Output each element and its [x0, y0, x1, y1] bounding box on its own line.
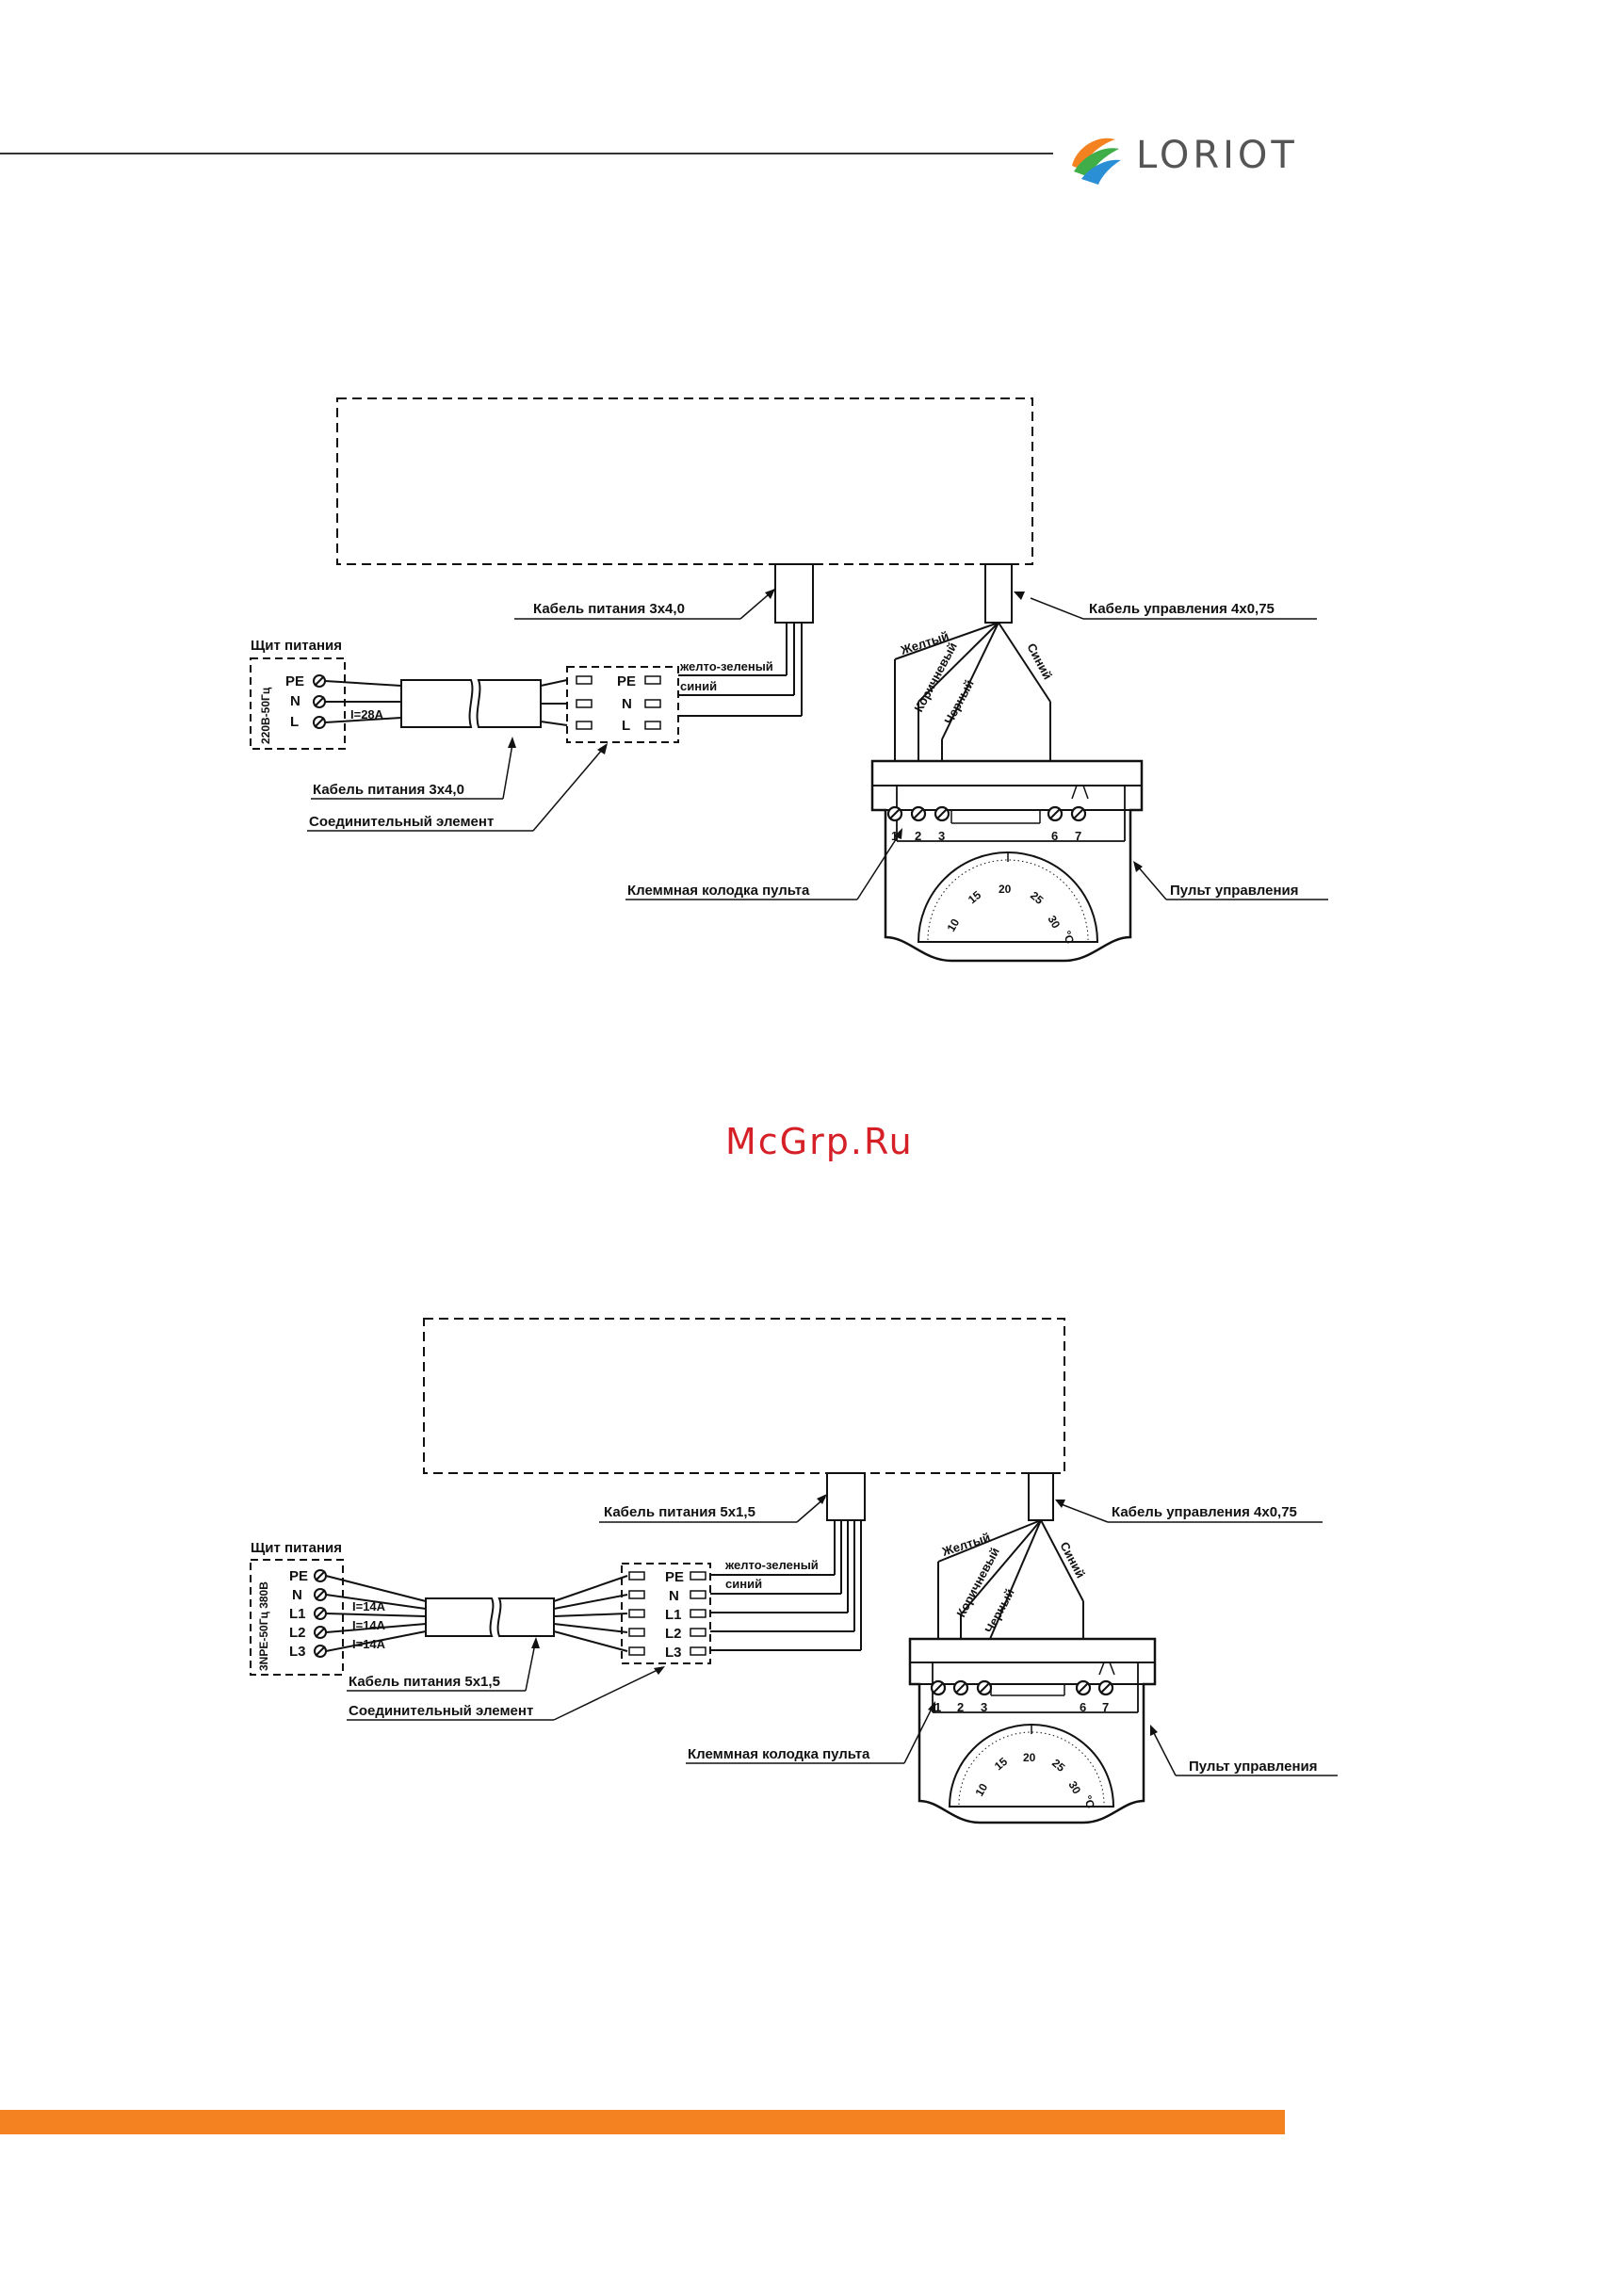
- wiring-diagram-1: Кабель питания 3х4,0 Кабель управления 4…: [250, 397, 1328, 963]
- wire-color-blue: синий: [680, 679, 717, 693]
- connector-terminal-n-2: N: [669, 1588, 679, 1604]
- current-label-l1: I=14A: [352, 1599, 386, 1613]
- terminal-block-label: Клеммная колодка пульта: [627, 883, 810, 899]
- footer-accent-bar: [0, 2110, 1285, 2134]
- control-cable-gland-2: [1028, 1472, 1054, 1521]
- remote-control: 1 2 3 6 7 10 15 20 25 30 °C: [870, 759, 1144, 963]
- connector-terminal-l3-2: L3: [665, 1645, 682, 1661]
- panel-terminal-l: L: [290, 714, 299, 730]
- unit-outline: [336, 397, 1033, 565]
- connector-element: [566, 666, 679, 743]
- dial-value-30-2: 30: [1065, 1779, 1083, 1797]
- supply-panel-rating: 220В-50Гц: [259, 687, 272, 744]
- power-cable-gland-2: [826, 1472, 866, 1521]
- power-cable-segment-b: [476, 679, 542, 728]
- supply-panel-title: Щит питания: [251, 638, 342, 654]
- connector-terminal-l2-2: L2: [665, 1626, 682, 1642]
- panel-terminal-n: N: [290, 693, 300, 709]
- terminal-number-7-2: 7: [1102, 1700, 1109, 1714]
- panel-terminal-pe: PE: [285, 673, 304, 689]
- power-cable-segment-a-2: [425, 1597, 495, 1637]
- dial-unit-2: °C: [1080, 1793, 1097, 1810]
- supply-panel-title-2: Щит питания: [251, 1540, 342, 1556]
- panel-terminal-pe-2: PE: [289, 1568, 308, 1584]
- wire-color-yellow-green-2: желто-зеленый: [724, 1558, 819, 1572]
- panel-terminal-l3-2: L3: [289, 1644, 306, 1660]
- terminal-number-1-2: 1: [934, 1700, 941, 1714]
- connector-element-2: [621, 1563, 711, 1664]
- terminal-number-3-2: 3: [981, 1700, 987, 1714]
- temperature-dial: [917, 851, 1099, 943]
- terminal-number-7: 7: [1075, 829, 1081, 843]
- connector-terminal-l: L: [622, 718, 630, 734]
- cable-power-label-bottom: Кабель питания 3х4,0: [313, 782, 464, 798]
- wire-label-blue: Синий: [1024, 640, 1055, 681]
- connector-label-2: Соединительный элемент: [349, 1703, 533, 1719]
- dial-value-30: 30: [1045, 914, 1063, 932]
- terminal-number-2: 2: [915, 829, 921, 843]
- supply-panel: [250, 657, 346, 750]
- remote-label: Пульт управления: [1170, 883, 1299, 899]
- terminal-number-6-2: 6: [1080, 1700, 1086, 1714]
- connector-label: Соединительный элемент: [309, 814, 494, 830]
- panel-terminal-l2-2: L2: [289, 1625, 306, 1641]
- remote-label-2: Пульт управления: [1189, 1759, 1318, 1775]
- loriot-logo-icon: [1072, 138, 1121, 185]
- current-label: I=28A: [350, 707, 384, 721]
- cable-control-label: Кабель управления 4х0,75: [1089, 601, 1275, 617]
- cable-power-label-top: Кабель питания 3х4,0: [533, 601, 685, 617]
- supply-panel-2: [250, 1559, 344, 1676]
- dial-value-20-2: 20: [1023, 1751, 1036, 1764]
- connector-terminal-l1-2: L1: [665, 1607, 682, 1623]
- dial-value-10-2: 10: [972, 1781, 990, 1799]
- power-cable-segment-a: [400, 679, 474, 728]
- brand-name: LORIOT: [1136, 134, 1298, 177]
- connector-terminal-pe-2: PE: [665, 1569, 684, 1585]
- cable-control-label-2: Кабель управления 4х0,75: [1112, 1504, 1297, 1520]
- wire-color-blue-2: синий: [725, 1577, 762, 1591]
- panel-terminal-l1-2: L1: [289, 1606, 306, 1622]
- control-cable-gland: [984, 563, 1013, 624]
- connector-terminal-pe: PE: [617, 673, 636, 689]
- terminal-block-label-2: Клеммная колодка пульта: [688, 1746, 870, 1762]
- unit-outline-2: [423, 1318, 1065, 1474]
- supply-panel-rating-2: 3NPE-50Гц 380В: [257, 1581, 270, 1671]
- connector-terminal-n: N: [622, 696, 632, 712]
- dial-value-10: 10: [944, 916, 962, 934]
- current-label-l2: I=14A: [352, 1618, 386, 1632]
- wire-label-black-2: Черный: [982, 1586, 1016, 1635]
- wire-color-yellow-green: желто-зеленый: [679, 659, 773, 673]
- terminal-number-6: 6: [1051, 829, 1058, 843]
- power-cable-gland: [774, 563, 814, 624]
- terminal-number-2-2: 2: [957, 1700, 964, 1714]
- current-label-l3: I=14A: [352, 1637, 386, 1651]
- panel-terminal-n-2: N: [292, 1587, 302, 1603]
- terminal-number-3: 3: [938, 829, 945, 843]
- power-cable-segment-b-2: [496, 1597, 555, 1637]
- dial-value-20: 20: [999, 883, 1012, 896]
- header: LORIOT: [0, 134, 1298, 185]
- cable-power-label-top-2: Кабель питания 5х1,5: [604, 1504, 755, 1520]
- dial-unit: °C: [1060, 929, 1077, 946]
- cable-power-label-bottom-2: Кабель питания 5х1,5: [349, 1674, 500, 1690]
- wire-label-black: Черный: [941, 677, 976, 726]
- remote-control-2: 1 2 3 6 7 10 15 20 25 30 °C: [908, 1637, 1157, 1824]
- wiring-diagram-2: Кабель питания 5х1,5 Кабель управления 4…: [250, 1318, 1338, 1824]
- watermark: McGrp.Ru: [725, 1121, 914, 1162]
